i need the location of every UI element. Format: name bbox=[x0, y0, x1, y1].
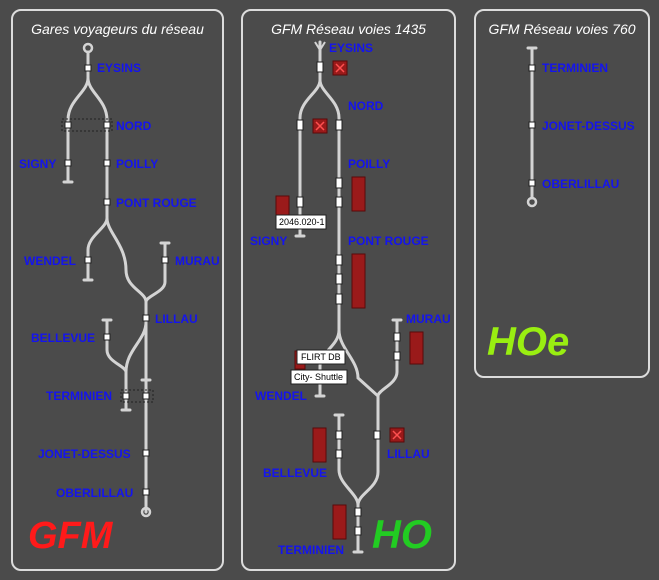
signal-marker bbox=[103, 159, 111, 167]
station-signy[interactable]: SIGNY bbox=[250, 234, 287, 248]
right-tracks bbox=[526, 46, 538, 208]
train-block[interactable] bbox=[332, 504, 347, 540]
hoe-logo: HOe bbox=[487, 320, 569, 364]
signal-marker bbox=[528, 121, 536, 129]
station-oberlillau[interactable]: OBERLILLAU bbox=[56, 486, 133, 500]
station-terminien[interactable]: TERMINIEN bbox=[278, 543, 344, 557]
train-block[interactable] bbox=[409, 331, 424, 365]
svg-text:2046.020-1: 2046.020-1 bbox=[279, 217, 325, 227]
signal-marker bbox=[528, 64, 536, 72]
signal-marker bbox=[122, 392, 130, 400]
signal-marker bbox=[335, 273, 343, 285]
left-tracks bbox=[61, 42, 171, 518]
station-poilly[interactable]: POILLY bbox=[116, 157, 158, 171]
panel-standard-gauge: GFM Réseau voies 1435 bbox=[241, 9, 456, 571]
signal-marker bbox=[103, 121, 111, 129]
train-block[interactable] bbox=[312, 427, 327, 463]
signal-marker bbox=[335, 254, 343, 266]
blocked-marker[interactable] bbox=[312, 118, 328, 134]
station-murau[interactable]: MURAU bbox=[175, 254, 220, 268]
station-terminien[interactable]: TERMINIEN bbox=[542, 61, 608, 75]
signal-marker bbox=[528, 179, 536, 187]
ho-logo: HO bbox=[372, 513, 432, 557]
signal-marker bbox=[64, 159, 72, 167]
train-tag-loco[interactable]: 2046.020-1 bbox=[275, 214, 327, 230]
panel-passenger-stations: Gares voyageurs du réseau bbox=[11, 9, 224, 571]
train-tag-shuttle[interactable]: City- Shuttle bbox=[290, 369, 348, 385]
right-station-labels: TERMINIEN JONET-DESSUS OBERLILLAU bbox=[542, 61, 635, 191]
station-lillau[interactable]: LILLAU bbox=[387, 447, 430, 461]
signal-marker bbox=[161, 256, 169, 264]
panel-narrow-gauge: GFM Réseau voies 760 bbox=[474, 9, 650, 378]
signal-marker bbox=[142, 449, 150, 457]
station-eysins[interactable]: EYSINS bbox=[97, 61, 141, 75]
station-nord[interactable]: NORD bbox=[116, 119, 152, 133]
signal-marker bbox=[316, 61, 324, 73]
left-station-labels: EYSINS NORD SIGNY POILLY PONT ROUGE WEND… bbox=[19, 61, 220, 500]
station-poilly[interactable]: POILLY bbox=[348, 157, 390, 171]
signal-marker bbox=[64, 121, 72, 129]
signal-marker bbox=[296, 119, 304, 131]
train-block[interactable] bbox=[351, 253, 366, 309]
station-eysins[interactable]: EYSINS bbox=[329, 41, 373, 55]
signal-marker bbox=[142, 488, 150, 496]
signal-marker bbox=[335, 196, 343, 208]
station-jonet-dessus[interactable]: JONET-DESSUS bbox=[38, 447, 131, 461]
signal-marker bbox=[354, 507, 362, 517]
signal-marker bbox=[393, 351, 401, 361]
blocked-marker[interactable] bbox=[332, 60, 348, 76]
station-wendel[interactable]: WENDEL bbox=[255, 389, 307, 403]
middle-trains bbox=[275, 60, 424, 540]
signal-marker bbox=[354, 526, 362, 536]
station-murau[interactable]: MURAU bbox=[406, 312, 451, 326]
station-signy[interactable]: SIGNY bbox=[19, 157, 56, 171]
middle-train-tags: 2046.020-1 FLIRT DB City- Shuttle bbox=[275, 214, 348, 385]
blocked-marker[interactable] bbox=[389, 427, 405, 443]
signal-marker bbox=[84, 64, 92, 72]
station-jonet-dessus[interactable]: JONET-DESSUS bbox=[542, 119, 635, 133]
signal-marker bbox=[103, 333, 111, 341]
panel-title: GFM Réseau voies 760 bbox=[488, 21, 636, 37]
middle-station-labels: EYSINS NORD POILLY SIGNY PONT ROUGE MURA… bbox=[250, 41, 451, 557]
signal-marker bbox=[393, 332, 401, 342]
signal-marker bbox=[335, 293, 343, 305]
signal-marker bbox=[296, 196, 304, 208]
signal-marker bbox=[142, 392, 150, 400]
station-nord[interactable]: NORD bbox=[348, 99, 384, 113]
train-block[interactable] bbox=[351, 176, 366, 212]
signal-marker bbox=[84, 256, 92, 264]
gfm-logo: GFM bbox=[28, 515, 114, 557]
panel-title: Gares voyageurs du réseau bbox=[31, 21, 204, 37]
station-terminien[interactable]: TERMINIEN bbox=[46, 389, 112, 403]
signal-marker bbox=[103, 198, 111, 206]
svg-text:FLIRT DB: FLIRT DB bbox=[301, 352, 341, 362]
station-pont-rouge[interactable]: PONT ROUGE bbox=[116, 196, 197, 210]
station-lillau[interactable]: LILLAU bbox=[155, 312, 198, 326]
station-bellevue[interactable]: BELLEVUE bbox=[31, 331, 95, 345]
station-wendel[interactable]: WENDEL bbox=[24, 254, 76, 268]
station-bellevue[interactable]: BELLEVUE bbox=[263, 466, 327, 480]
signal-marker bbox=[335, 177, 343, 189]
panel-title: GFM Réseau voies 1435 bbox=[271, 21, 426, 37]
train-tag-flirt[interactable]: FLIRT DB bbox=[296, 349, 346, 365]
signal-marker bbox=[142, 314, 150, 322]
station-pont-rouge[interactable]: PONT ROUGE bbox=[348, 234, 429, 248]
signal-marker bbox=[335, 119, 343, 131]
signal-marker bbox=[373, 430, 381, 440]
signal-marker bbox=[335, 449, 343, 459]
svg-text:City- Shuttle: City- Shuttle bbox=[294, 372, 343, 382]
station-oberlillau[interactable]: OBERLILLAU bbox=[542, 177, 619, 191]
signal-marker bbox=[335, 430, 343, 440]
